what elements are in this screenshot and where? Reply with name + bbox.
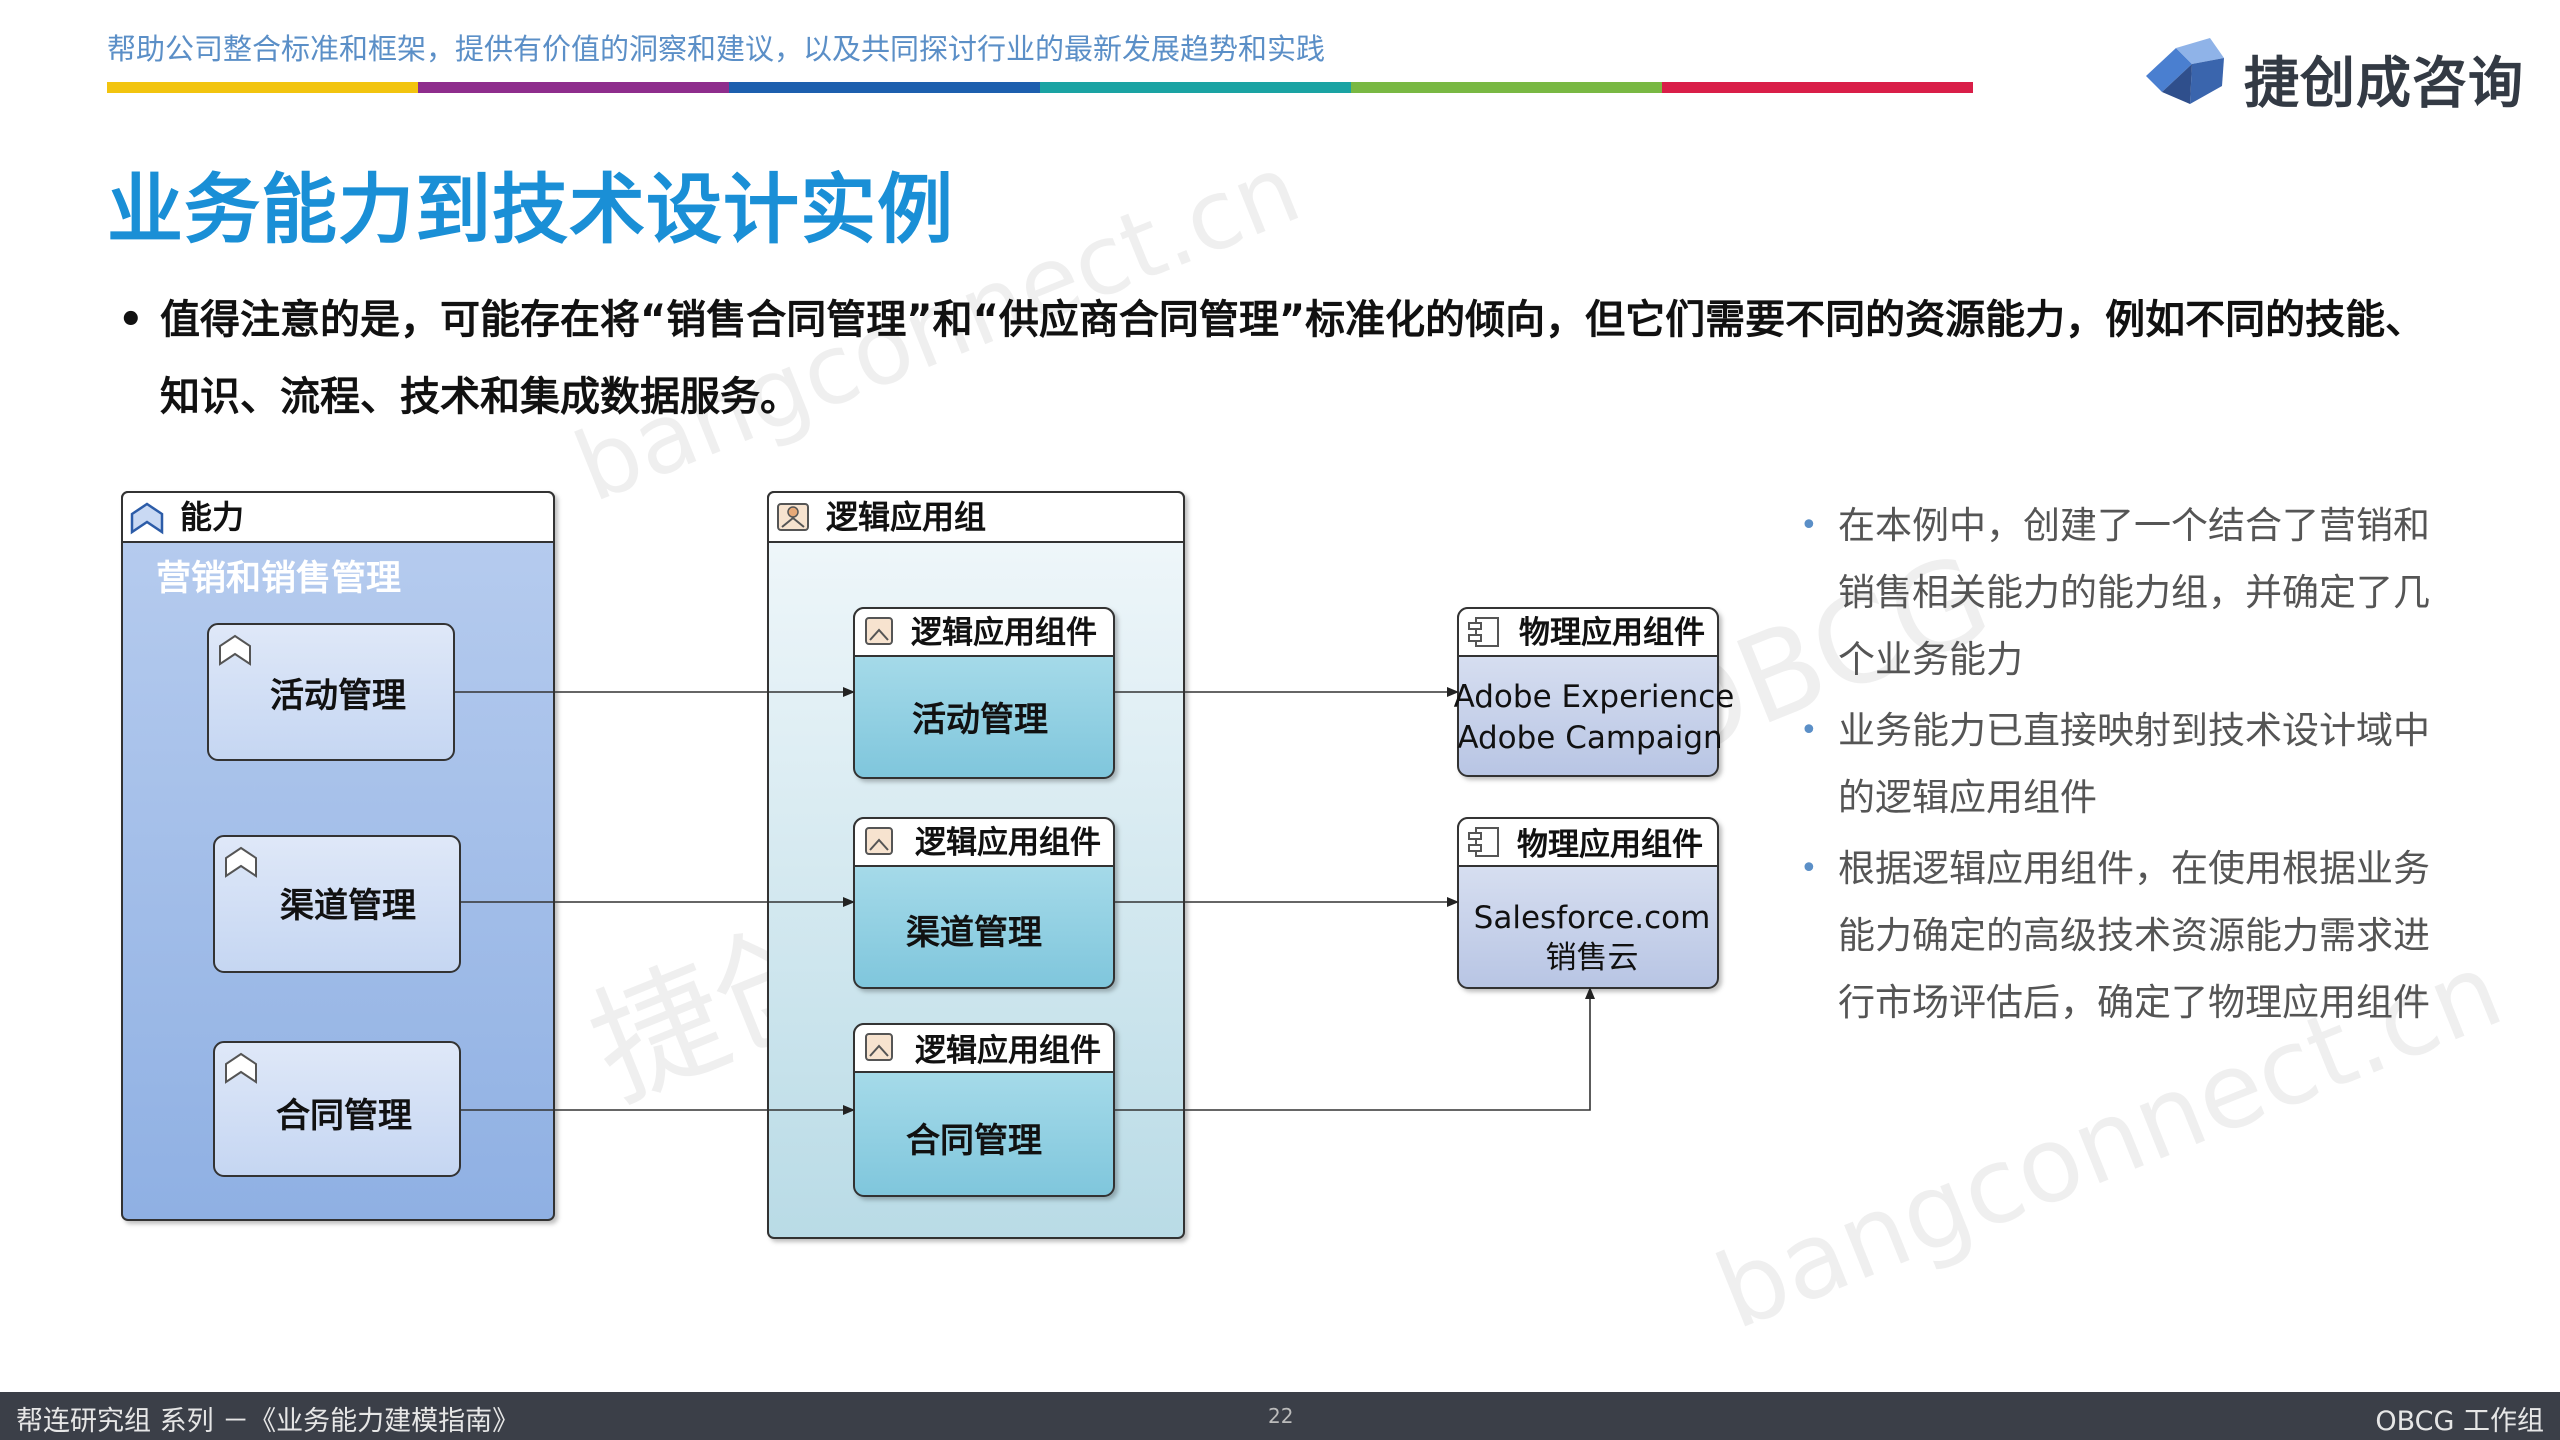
logo-text: 捷创成咨询 [2244, 51, 2525, 115]
stripe-segment [1351, 82, 1662, 93]
header-color-stripe [107, 82, 1973, 93]
page-number: 22 [1268, 1404, 1294, 1428]
stripe-segment [1662, 82, 1973, 93]
capability-group-subtitle: 营销和销售管理 [156, 559, 401, 599]
component-label: 渠道管理 [906, 913, 1042, 953]
physical-component-line: Adobe Experience [1454, 679, 1735, 715]
connector-arrow [1114, 987, 1595, 1111]
note-marker: • [1800, 508, 1818, 543]
side-note-text: 业务能力已直接映射到技术设计域中的逻辑应用组件 [1838, 709, 2430, 819]
logical-application-component: 逻辑应用组件 合同管理 [853, 1023, 1115, 1197]
capability-item: 活动管理 [207, 623, 455, 761]
bullet-marker: • [118, 297, 144, 343]
component-label: 活动管理 [912, 700, 1048, 740]
physical-component-icon [1468, 827, 1499, 857]
capability-item-label: 活动管理 [270, 676, 406, 716]
component-icon [865, 617, 893, 645]
capability-icon [225, 846, 257, 878]
physical-component-icon [1468, 617, 1499, 647]
physical-application-component: 物理应用组件 Adobe Experience Adobe Campaign [1454, 607, 1735, 777]
side-notes: • 在本例中，创建了一个结合了营销和销售相关能力的能力组，并确定了几个业务能力 … [1796, 492, 2436, 1040]
logical-application-component: 逻辑应用组件 渠道管理 [853, 817, 1115, 989]
side-note-text: 在本例中，创建了一个结合了营销和销售相关能力的能力组，并确定了几个业务能力 [1838, 504, 2430, 681]
capability-item: 渠道管理 [213, 835, 461, 973]
component-header: 逻辑应用组件 [915, 825, 1101, 861]
note-marker: • [1800, 851, 1818, 886]
side-note: • 根据逻辑应用组件，在使用根据业务能力确定的高级技术资源能力需求进行市场评估后… [1796, 835, 2436, 1036]
component-header: 逻辑应用组件 [915, 1033, 1101, 1069]
physical-component-line: Adobe Campaign [1457, 720, 1722, 756]
logical-group-header: 逻辑应用组 [826, 498, 986, 536]
header-tagline: 帮助公司整合标准和框架，提供有价值的洞察和建议，以及共同探讨行业的最新发展趋势和… [107, 32, 1326, 66]
stripe-segment [418, 82, 729, 93]
main-bullet: • 值得注意的是，可能存在将“销售合同管理”和“供应商合同管理”标准化的倾向，但… [118, 282, 2448, 436]
footer-group-label: OBCG 工作组 [2375, 1406, 2544, 1437]
physical-component-line: 销售云 [1546, 940, 1639, 976]
side-note-text: 根据逻辑应用组件，在使用根据业务能力确定的高级技术资源能力需求进行市场评估后，确… [1838, 847, 2430, 1024]
connectors [454, 687, 1595, 1115]
side-note: • 业务能力已直接映射到技术设计域中的逻辑应用组件 [1796, 697, 2436, 831]
stripe-segment [107, 82, 418, 93]
physical-component-line: Salesforce.com [1474, 900, 1711, 936]
component-icon [865, 827, 893, 855]
capability-icon [130, 502, 164, 535]
physical-component-header: 物理应用组件 [1519, 615, 1705, 651]
main-bullet-text: 值得注意的是，可能存在将“销售合同管理”和“供应商合同管理”标准化的倾向，但它们… [160, 297, 2426, 420]
logical-application-component: 逻辑应用组件 活动管理 [853, 607, 1115, 779]
company-logo: 捷创成咨询 [2136, 28, 2536, 115]
component-label: 合同管理 [906, 1121, 1042, 1161]
footer-series-label: 帮连研究组 系列 －《业务能力建模指南》 [16, 1406, 520, 1437]
logical-group-icon [777, 503, 809, 531]
footer-bar: 帮连研究组 系列 －《业务能力建模指南》 22 OBCG 工作组 [0, 1392, 2560, 1440]
stripe-segment [729, 82, 1040, 93]
capability-item: 合同管理 [213, 1041, 461, 1177]
capability-item-label: 渠道管理 [280, 886, 416, 926]
capability-item-label: 合同管理 [276, 1096, 412, 1136]
logo-cube-icon [2146, 38, 2224, 104]
physical-application-component: 物理应用组件 Salesforce.com 销售云 [1457, 817, 1719, 989]
note-marker: • [1800, 713, 1818, 748]
physical-component-header: 物理应用组件 [1517, 827, 1703, 863]
capability-icon [225, 1052, 257, 1084]
capability-icon [219, 634, 251, 666]
component-header: 逻辑应用组件 [911, 615, 1097, 651]
page-title: 业务能力到技术设计实例 [107, 165, 954, 254]
component-icon [865, 1033, 893, 1061]
stripe-segment [1040, 82, 1351, 93]
capability-group-header: 能力 [180, 498, 244, 536]
side-note: • 在本例中，创建了一个结合了营销和销售相关能力的能力组，并确定了几个业务能力 [1796, 492, 2436, 693]
